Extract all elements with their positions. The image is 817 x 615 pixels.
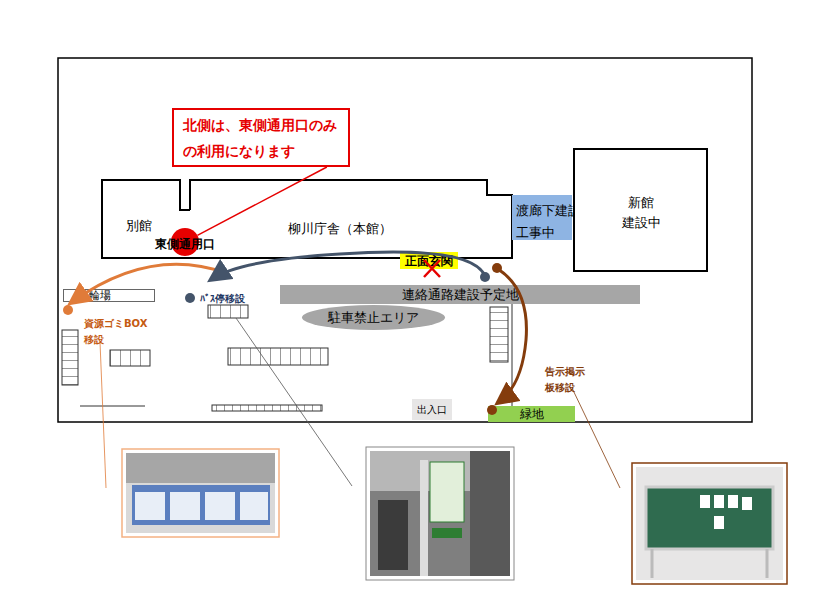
move-dot — [63, 305, 73, 315]
site-frame — [58, 58, 752, 422]
parking-stalls — [62, 330, 78, 385]
node-text: 正面玄関 — [400, 253, 458, 270]
gate-box: 出入口 — [412, 399, 452, 420]
note-label: 資源ゴミBOX 移設 — [84, 316, 150, 348]
site-line — [512, 304, 513, 406]
note-label: ﾊﾞｽ停移設 — [200, 291, 280, 307]
node-text: 駐車禁止エリア — [302, 309, 445, 327]
node-text: 駐輪場 — [78, 288, 111, 303]
leader-line — [100, 342, 106, 488]
entrance-box: 正面玄関 — [400, 252, 458, 269]
area-ellipse: 駐車禁止エリア — [302, 305, 445, 330]
node-text: 新館 建設中 — [611, 193, 671, 233]
parking-stalls — [212, 405, 322, 411]
node-text: 別館 — [126, 217, 152, 235]
node-text: 緑地 — [488, 406, 575, 422]
site-line — [80, 406, 145, 407]
node-text: 北側は、東側通用口のみ の利用になります — [183, 112, 345, 164]
parking-box: 駐輪場 — [63, 289, 155, 302]
move-dot — [185, 293, 195, 303]
parking-stalls — [228, 348, 328, 365]
photo-bus-stop — [366, 447, 514, 580]
node-text: 出入口 — [412, 403, 452, 417]
node-text: 東側通用口 — [149, 236, 221, 253]
building-shape — [190, 180, 512, 258]
building-outline-path — [190, 180, 512, 258]
construction-box: 渡廊下建設 工事中 — [512, 195, 572, 240]
photo-notice-board — [632, 463, 787, 584]
parking-stalls — [110, 350, 150, 366]
photo-garbage-box — [122, 449, 279, 537]
parking-stalls — [490, 307, 508, 362]
parking-stalls — [208, 305, 248, 318]
leader-line — [572, 388, 620, 488]
move-dot — [492, 263, 502, 273]
green-box: 緑地 — [488, 406, 575, 422]
move-dot — [480, 272, 490, 282]
building-box: 新館 建設中 — [573, 148, 708, 272]
building-outline: 柳川庁舎（本館）正面玄関 — [190, 180, 512, 258]
note-label: 告示掲示 板移設 — [545, 364, 589, 396]
node-text: 柳川庁舎（本館） — [288, 220, 392, 238]
node-text: 連絡通路建設予定地 — [280, 286, 640, 304]
callout-box: 北側は、東側通用口のみ の利用になります — [172, 108, 350, 167]
entrance-circle: 東側通用口 — [171, 228, 199, 256]
planned-band: 連絡通路建設予定地 — [280, 285, 640, 304]
